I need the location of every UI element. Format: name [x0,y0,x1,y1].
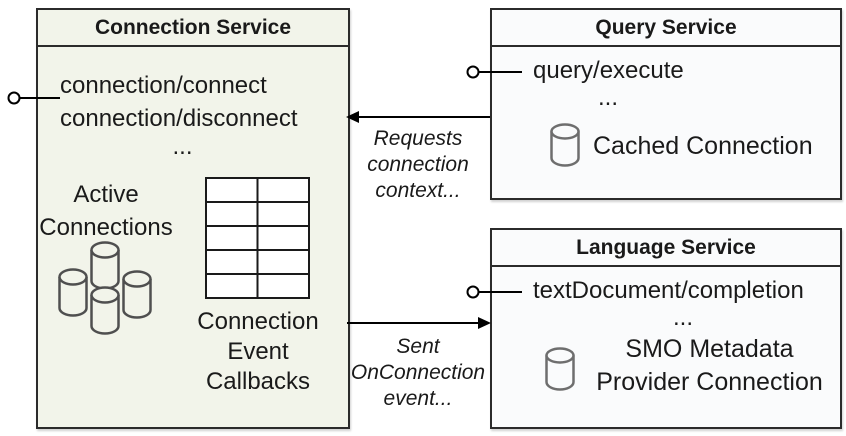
callbacks-line3: Callbacks [205,368,311,395]
requests-context-arrow [346,111,490,123]
callbacks-line2: Event [227,338,289,365]
active-connections-label: Active Connections [38,178,174,244]
sent-line2: OnConnection [350,361,486,384]
callbacks-table-icon [205,177,310,299]
database-icon [545,347,575,391]
methods-ellipsis: ... [672,304,693,331]
database-icon [550,123,580,167]
requests-connection-context-label: Requests connection context... [355,126,481,204]
language-service-box: Language Service textDocument/completion… [490,228,842,429]
methods-ellipsis: ... [597,84,618,111]
callbacks-line1: Connection [197,308,319,335]
method-textdocument-completion: textDocument/completion [533,277,804,304]
language-service-methods: textDocument/completion ... [533,276,833,330]
methods-ellipsis: ... [172,133,193,160]
method-query-execute: query/execute [533,57,684,84]
active-connections-line2: Connections [39,214,173,241]
method-connection-disconnect: connection/disconnect [60,105,298,132]
requests-line3: context... [375,179,461,202]
connection-service-methods: connection/connect connection/disconnect… [60,69,305,159]
sent-line3: event... [383,387,453,410]
cluster-cylinder-right [122,270,152,319]
query-service-methods: query/execute ... [533,56,684,111]
active-connections-line1: Active [73,181,139,208]
cluster-cylinder-top [90,241,120,290]
smo-line2: Provider Connection [596,368,823,396]
query-service-box: Query Service query/execute ... Cached C… [490,8,842,200]
cluster-cylinder-bottom [90,286,120,335]
smo-line1: SMO Metadata [625,335,794,363]
method-connection-connect: connection/connect [60,72,267,99]
sent-event-arrow [347,317,491,329]
connection-service-title: Connection Service [38,10,348,47]
language-service-title: Language Service [492,230,840,267]
connection-event-callbacks-label: Connection Event Callbacks [188,307,328,397]
requests-line2: connection [367,153,469,176]
database-cluster-icon [58,241,152,335]
sent-onconnection-event-label: Sent OnConnection event... [348,334,488,412]
connection-service-box: Connection Service connection/connect co… [36,8,350,429]
requests-line1: Requests [373,127,463,150]
query-service-title: Query Service [492,10,840,47]
smo-metadata-provider-label: SMO Metadata Provider Connection [587,333,832,399]
cached-connection-label: Cached Connection [593,132,813,160]
cluster-cylinder-left [58,268,88,317]
sent-line1: Sent [396,335,440,358]
